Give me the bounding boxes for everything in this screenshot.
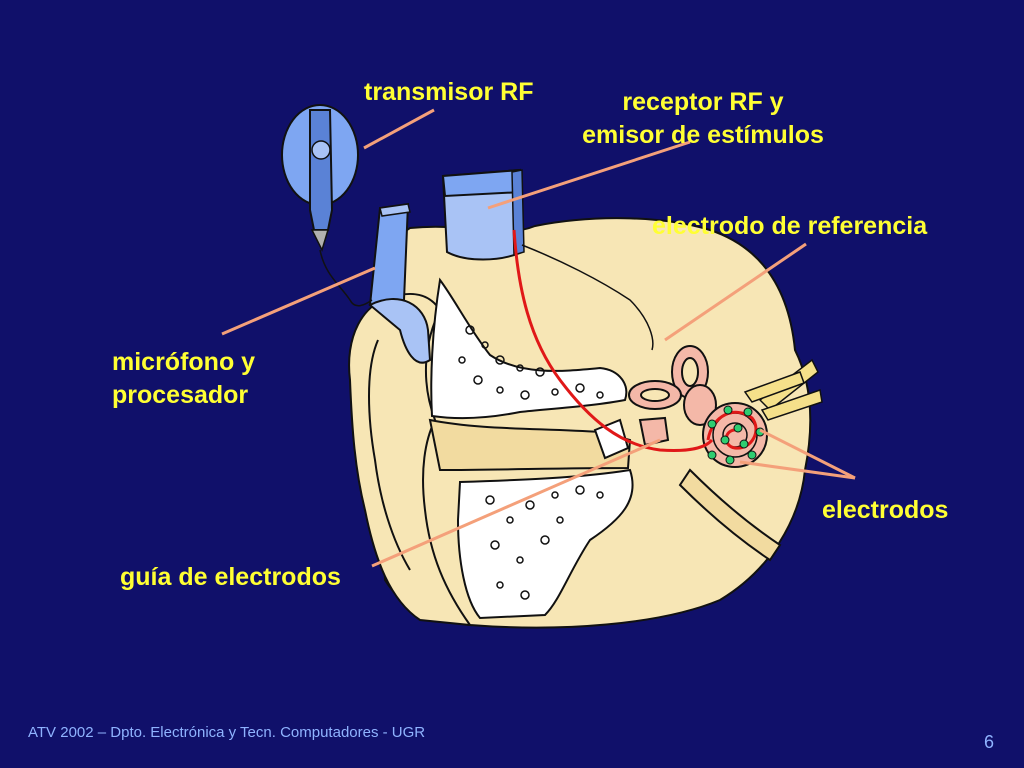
electrode-wire: [512, 229, 714, 452]
ossicles: [593, 416, 670, 460]
label-transmisor: transmisor RF: [364, 78, 534, 106]
transmitter-cable: [319, 249, 373, 307]
label-receptor-line2: emisor de estímulos: [582, 121, 824, 149]
label-microfono: micrófono y procesador: [112, 346, 255, 412]
label-receptor: receptor RF y emisor de estímulos: [562, 86, 844, 152]
leader-lines: [221, 108, 856, 568]
leader-electrodos-2: [739, 460, 856, 480]
ear-inner-fold: [368, 339, 411, 571]
microphone-processor: [368, 202, 432, 364]
semicircular-canals: [628, 345, 717, 426]
eustachian-tube: [678, 468, 782, 562]
label-electrodos: electrodos: [822, 496, 949, 524]
rf-transmitter: [281, 104, 359, 253]
label-microfono-line1: micrófono y: [112, 348, 256, 376]
label-electrodo-referencia: electrodo de referencia: [652, 212, 928, 240]
label-guia: guía de electrodos: [120, 563, 341, 591]
label-microfono-line2: procesador: [112, 381, 249, 409]
rf-receiver: [441, 168, 525, 261]
label-receptor-line1: receptor RF y: [622, 88, 784, 116]
electrode-contacts: [707, 405, 765, 465]
auditory-nerve: [743, 358, 823, 421]
leader-electrodos-1: [759, 428, 856, 480]
leader-guia: [371, 438, 661, 568]
reference-electrode-wire: [521, 244, 654, 351]
bone-texture: [458, 325, 604, 600]
footer-text: ATV 2002 – Dpto. Electrónica y Tecn. Com…: [28, 724, 426, 741]
leader-transmisor: [363, 108, 435, 150]
leader-receptor: [487, 140, 691, 210]
leader-referencia: [664, 242, 807, 342]
leader-microfono: [221, 266, 376, 336]
page-number: 6: [984, 732, 995, 752]
